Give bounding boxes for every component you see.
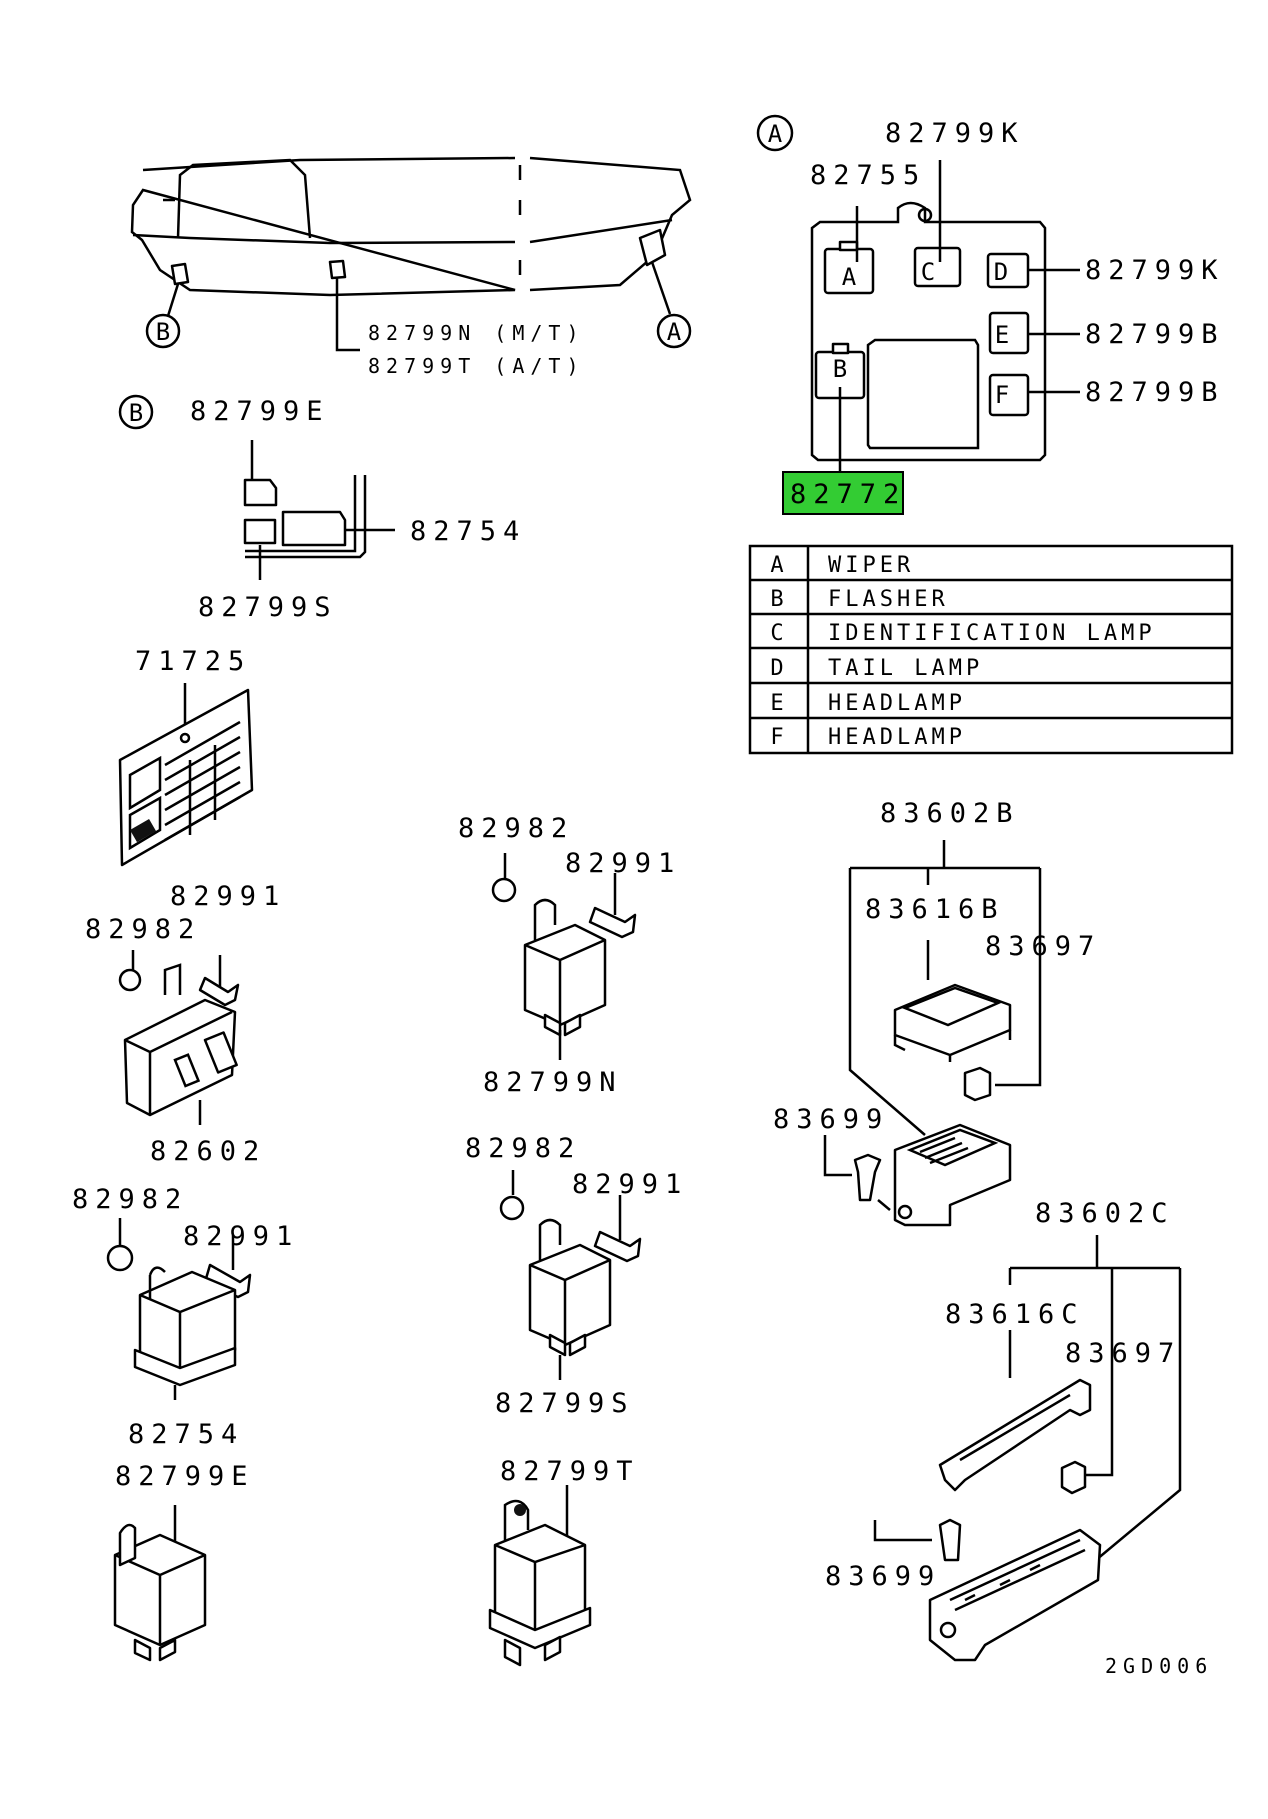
callout-83697-b: 83697 [985,931,1101,962]
flasher-unit [118,950,240,1125]
callout-83602b: 83602B [880,798,1020,829]
legend-value-b: FLASHER [828,587,949,612]
callout-82799s-detail-b: 82799S [198,592,338,623]
legend-value-e: HEADLAMP [828,691,966,716]
svg-text:C: C [921,258,935,286]
legend-key-a: A [770,553,787,578]
svg-text:E: E [995,321,1009,349]
dashboard-illustration [130,156,692,297]
legend-key-d: D [770,656,787,681]
callout-82982-nut-4: 82982 [465,1133,581,1164]
callout-82982-nut-1: 82982 [85,914,201,945]
callout-71725: 71725 [135,646,251,677]
callout-82991-bolt-2: 82991 [183,1221,299,1252]
marker-a-dashboard: A [650,261,692,349]
legend-key-b: B [770,587,787,612]
callout-83602c: 83602C [1035,1198,1175,1229]
callout-82799e-relay: 82799E [115,1461,255,1492]
relay-82799t [488,1485,592,1667]
relay-82754 [106,1218,252,1400]
callout-82991-bolt-1: 82991 [170,881,286,912]
callout-82755: 82755 [810,160,926,191]
callout-83699-c: 83699 [825,1561,941,1592]
relay-82799e [113,1505,207,1662]
callout-82799e-detail-b: 82799E [190,396,330,427]
marker-b-dashboard: B [145,283,181,349]
relay-82799n [491,853,637,1060]
legend-value-f: HEADLAMP [828,725,966,750]
highlight-box [782,471,904,515]
callout-82982-nut-3: 82982 [458,813,574,844]
legend-value-d: TAIL LAMP [828,656,983,681]
detail-b: B [118,394,395,580]
callout-82799b-f: 82799B [1085,377,1225,408]
relay-82799s [499,1170,642,1380]
legend-key-f: F [770,725,787,750]
drawing-id: 2GD006 [1105,1654,1213,1678]
svg-text:B: B [833,355,847,383]
callout-82991-bolt-3: 82991 [565,848,681,879]
callout-82754-relay: 82754 [128,1419,244,1450]
callout-83697-c: 83697 [1065,1338,1181,1369]
legend-key-c: C [770,621,787,646]
callout-82799b-e: 82799B [1085,319,1225,350]
svg-text:A: A [667,318,682,346]
fuse-box-b [823,840,1042,1227]
legend-value-a: WIPER [828,553,914,578]
callout-82602: 82602 [150,1136,266,1167]
svg-text:82799T (A/T): 82799T (A/T) [368,354,585,378]
callout-82799k-d: 82799K [1085,255,1225,286]
callout-82799k-top: 82799K [885,118,1025,149]
svg-text:B: B [156,318,170,346]
callout-83616b: 83616B [865,894,1005,925]
callout-82772-highlighted: 82772 [790,479,906,510]
callout-dash-relay: 82799N (M/T) 82799T (A/T) [335,278,585,378]
svg-text:B: B [129,399,143,427]
legend-value-c: IDENTIFICATION LAMP [828,621,1156,646]
label-plate [118,683,254,867]
detail-a-relay-block: A A C D E F B [756,114,1080,472]
callout-83616c: 83616C [945,1299,1085,1330]
svg-text:D: D [994,258,1008,286]
callout-83699-b: 83699 [773,1104,889,1135]
fuse-box-c [873,1235,1182,1662]
svg-text:A: A [842,263,857,291]
svg-text:A: A [768,120,783,148]
callout-82799s-relay: 82799S [495,1388,635,1419]
svg-text:F: F [995,381,1009,409]
legend-key-e: E [770,691,787,716]
svg-text:82799N (M/T): 82799N (M/T) [368,321,585,345]
callout-82982-nut-2: 82982 [72,1184,188,1215]
callout-82754-detail-b: 82754 [410,516,526,547]
legend-table: A WIPER B FLASHER C IDENTIFICATION LAMP … [748,544,1234,755]
callout-82991-bolt-4: 82991 [572,1169,688,1200]
callout-82799t-relay: 82799T [500,1456,640,1487]
callout-82799n-relay: 82799N [483,1067,623,1098]
